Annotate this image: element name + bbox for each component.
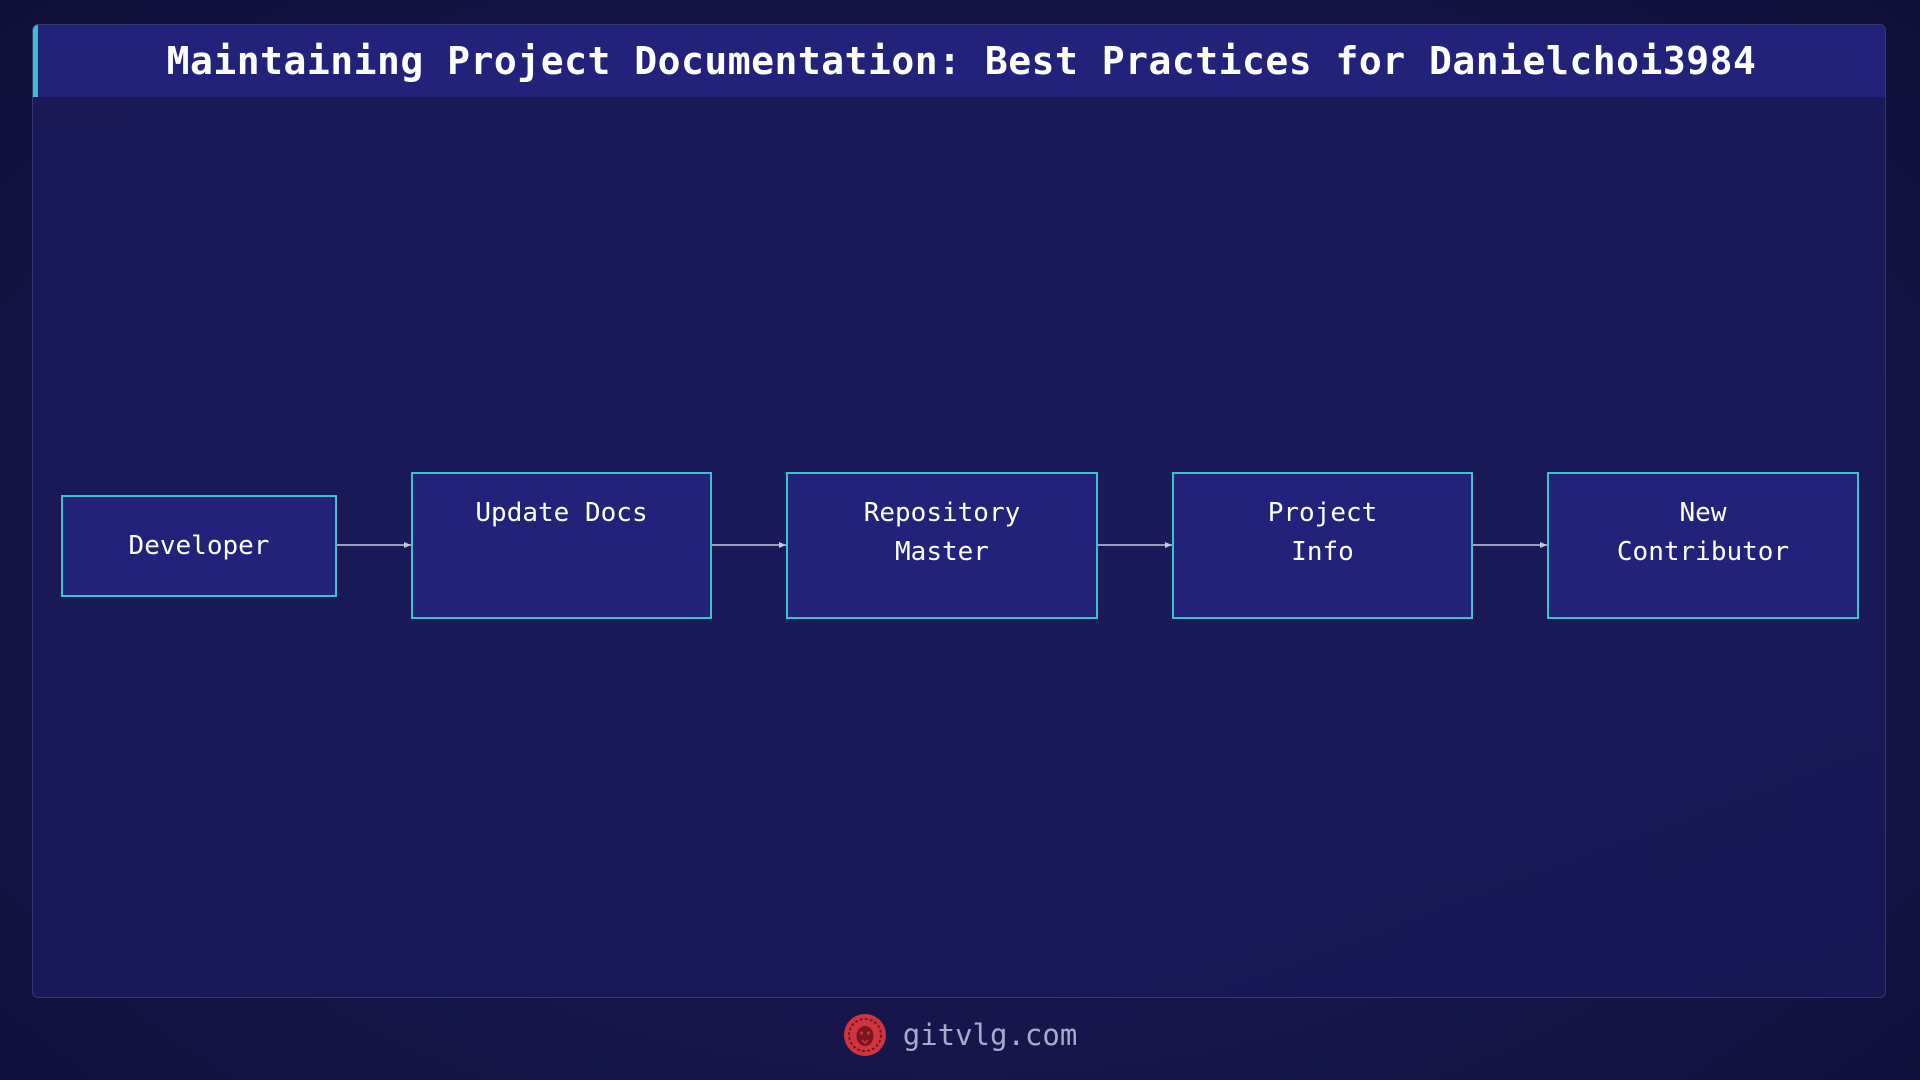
node-label: Update Docs — [475, 498, 648, 528]
node-repository-master: Repository Master — [786, 472, 1098, 619]
page-title: Maintaining Project Documentation: Best … — [166, 39, 1757, 83]
node-update-docs: Update Docs — [411, 472, 712, 619]
title-bar: Maintaining Project Documentation: Best … — [33, 25, 1885, 97]
node-label: Project Info — [1267, 498, 1378, 567]
node-new-contributor: New Contributor — [1547, 472, 1859, 619]
node-developer: Developer — [61, 495, 337, 597]
footer: gitvlg.com — [0, 1012, 1920, 1058]
node-project-info: Project Info — [1172, 472, 1473, 619]
node-label: Repository Master — [863, 498, 1021, 567]
lion-head-icon — [843, 1014, 886, 1056]
node-label: Developer — [128, 530, 270, 561]
site-link[interactable]: gitvlg.com — [902, 1018, 1078, 1052]
node-label: New Contributor — [1616, 498, 1790, 567]
